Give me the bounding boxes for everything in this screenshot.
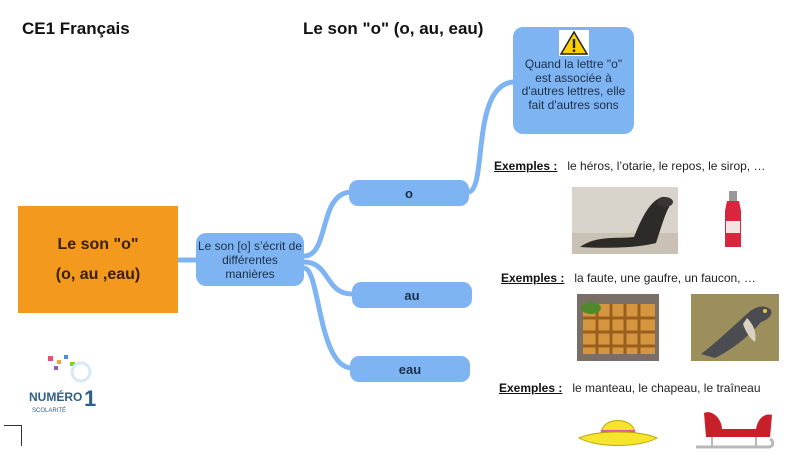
branch-o-label: o bbox=[405, 185, 413, 201]
falcon-image bbox=[691, 294, 779, 361]
example-words-eau: le manteau, le chapeau, le traîneau bbox=[572, 381, 761, 395]
branch-eau-node[interactable]: eau bbox=[350, 356, 470, 382]
page-title: Le son "o" (o, au, eau) bbox=[303, 19, 484, 38]
example-label-au: Exemples : bbox=[501, 271, 565, 285]
connector-middle-eau bbox=[301, 265, 355, 371]
branch-au-label: au bbox=[404, 287, 420, 303]
svg-text:SCOLARITÉ: SCOLARITÉ bbox=[32, 407, 66, 414]
example-label-eau: Exemples : bbox=[499, 381, 563, 395]
course-title: CE1 Français bbox=[22, 19, 130, 38]
branch-eau-label: eau bbox=[398, 361, 422, 377]
example-words-au: la faute, une gaufre, un faucon, … bbox=[574, 271, 756, 285]
corner-mark bbox=[4, 425, 22, 446]
root-line-2: (o, au ,eau) bbox=[55, 265, 141, 283]
warning-icon bbox=[558, 30, 589, 56]
connector-middle-o bbox=[301, 189, 355, 259]
syrup-bottle-image bbox=[720, 189, 746, 251]
note-text: Quand la lettre "o" est associée à d'aut… bbox=[521, 57, 626, 112]
waffle-image bbox=[577, 294, 659, 361]
example-row-o: Exemples : le héros, l’otarie, le repos, … bbox=[494, 159, 765, 173]
example-label-o: Exemples : bbox=[494, 159, 558, 173]
sleigh-image bbox=[692, 403, 776, 458]
note-node[interactable]: Quand la lettre "o" est associée à d'aut… bbox=[513, 27, 634, 134]
middle-node[interactable]: Le son [o] s’écrit de différentes manièr… bbox=[196, 233, 304, 286]
middle-node-label: Le son [o] s’écrit de différentes manièr… bbox=[197, 238, 303, 281]
sun-hat-image bbox=[577, 408, 659, 454]
example-row-au: Exemples : la faute, une gaufre, un fauco… bbox=[501, 271, 756, 285]
svg-text:1: 1 bbox=[84, 386, 96, 411]
branch-au-node[interactable]: au bbox=[352, 282, 472, 308]
root-node[interactable]: Le son "o" (o, au ,eau) bbox=[18, 206, 178, 313]
logo-confetti-icon bbox=[48, 355, 92, 383]
connector-middle-au bbox=[301, 259, 355, 297]
svg-text:NUMÉRO: NUMÉRO bbox=[29, 389, 82, 404]
example-row-eau: Exemples : le manteau, le chapeau, le tra… bbox=[499, 381, 761, 395]
seal-image bbox=[572, 187, 678, 254]
example-words-o: le héros, l’otarie, le repos, le sirop, … bbox=[567, 159, 766, 173]
branch-o-node[interactable]: o bbox=[349, 180, 469, 206]
root-line-1: Le son "o" bbox=[57, 235, 139, 253]
numero-1-scolarite-logo: NUMÉRO 1 SCOLARITÉ bbox=[29, 355, 96, 414]
connector-o-note bbox=[465, 79, 518, 195]
